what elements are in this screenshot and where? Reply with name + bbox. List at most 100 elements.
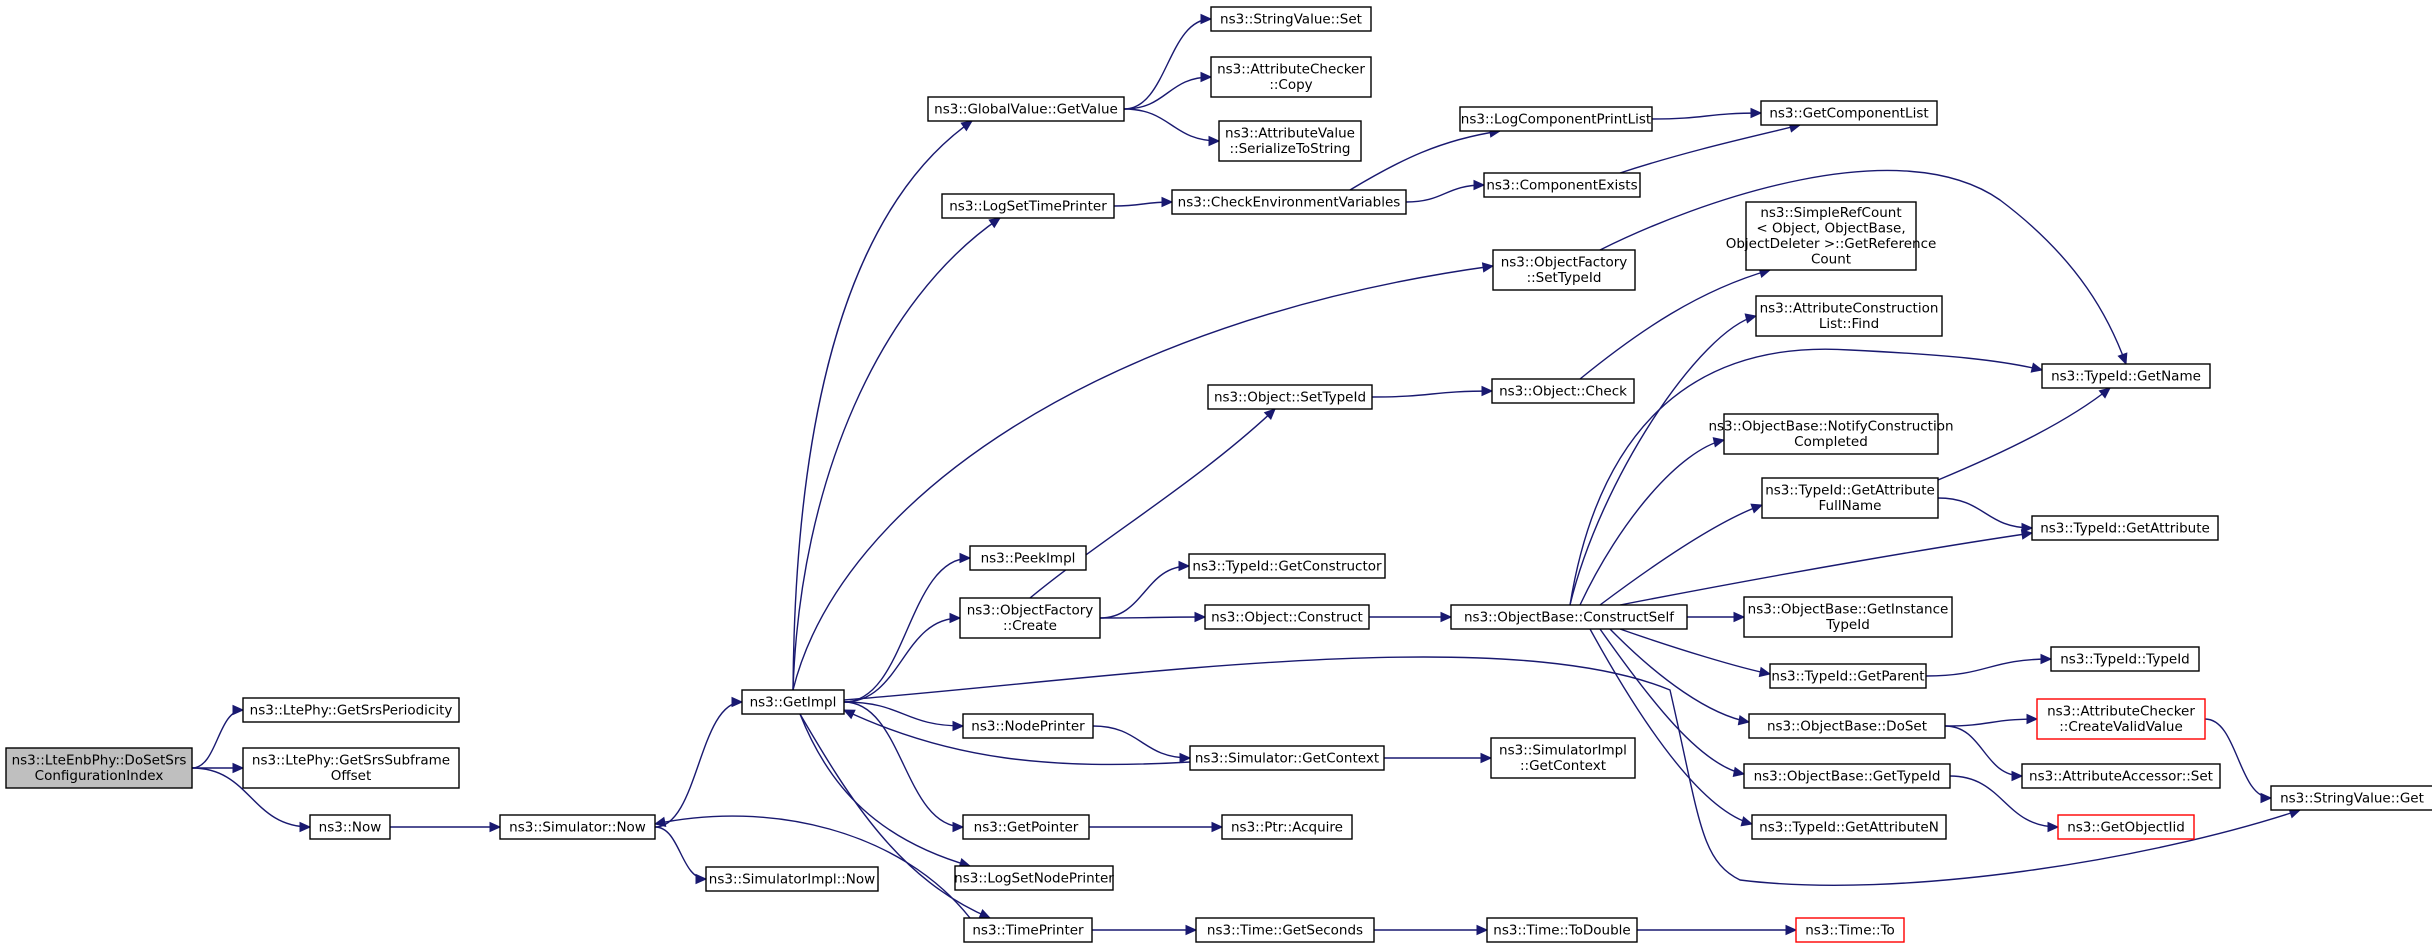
edge-line [843,617,961,703]
node-typeIdGetName[interactable]: ns3::TypeId::GetName [2041,363,2211,389]
node-box [242,697,460,723]
edge-logComponentPrintList-to-getComponentList [1651,107,1763,120]
node-box [1492,249,1636,291]
node-objFactoryCreate[interactable]: ns3::ObjectFactory::Create [959,597,1101,639]
edge-arrowhead [960,120,973,132]
edge-constructSelf-to-objectBaseDoSet [1609,628,1751,726]
node-objFactorySetTypeId[interactable]: ns3::ObjectFactory::SetTypeId [1492,249,1636,291]
node-label: ns3::AttributeChecker [2047,704,2195,720]
edge-line [1569,348,2043,606]
node-constructSelf[interactable]: ns3::ObjectBase::ConstructSelf [1450,604,1688,630]
node-simImplGetContext[interactable]: ns3::SimulatorImpl::GetContext [1490,737,1636,779]
node-simNow[interactable]: ns3::Simulator::Now [499,814,656,840]
node-label: ns3::Simulator::Now [509,819,646,835]
edge-arrowhead [2021,522,2034,534]
edge-arrowhead [1194,611,1207,623]
node-timePrinter[interactable]: ns3::TimePrinter [963,917,1093,943]
edge-checkEnvVars-to-componentExists [1405,179,1486,203]
edge-constructSelf-to-typeIdGetParent [1619,628,1772,678]
edge-line [792,120,973,691]
node-globalValueGetValue[interactable]: ns3::GlobalValue::GetValue [927,96,1125,122]
node-box [1207,384,1373,410]
node-simpleRefCount[interactable]: ns3::SimpleRefCount< Object, ObjectBase,… [1726,201,1937,271]
edge-line [1937,387,2111,481]
node-box [2270,785,2432,811]
edge-arrowhead [2020,529,2034,540]
node-getSrsPeriodicity[interactable]: ns3::LtePhy::GetSrsPeriodicity [242,697,460,723]
node-timeToDouble[interactable]: ns3::Time::ToDouble [1486,917,1638,943]
node-logComponentPrintList[interactable]: ns3::LogComponentPrintList [1459,106,1653,132]
node-timeGetSeconds[interactable]: ns3::Time::GetSeconds [1195,917,1375,943]
node-typeIdGetParent[interactable]: ns3::TypeId::GetParent [1769,663,1927,689]
node-label: ns3::NodePrinter [971,718,1085,734]
node-nodePrinter[interactable]: ns3::NodePrinter [962,713,1094,739]
edge-line [1371,390,1493,398]
node-notifyConstruction[interactable]: ns3::ObjectBase::NotifyConstructionCompl… [1708,413,1954,455]
edge-arrowhead [1785,924,1798,936]
node-box [1723,413,1939,455]
edge-nodePrinter-to-simGetContext [1092,725,1192,764]
node-label: ns3::LogSetNodePrinter [954,870,1114,886]
edge-objectConstruct-to-constructSelf [1369,611,1453,623]
node-objectCheck[interactable]: ns3::Object::Check [1491,378,1635,404]
node-peekImpl[interactable]: ns3::PeekImpl [969,545,1087,571]
node-root[interactable]: ns3::LteEnbPhy::DoSetSrsConfigurationInd… [5,747,193,789]
node-label: ns3::SimulatorImpl::Now [709,871,875,887]
node-label: ns3::AttributeValue [1225,126,1355,142]
node-label: TypeId [1825,617,1870,633]
edge-arrowhead [1758,666,1772,678]
node-stringValueSet[interactable]: ns3::StringValue::Set [1210,6,1372,32]
edge-line [1599,169,2127,365]
node-box [1483,172,1641,198]
node-box [1188,553,1386,579]
node-objectConstruct[interactable]: ns3::Object::Construct [1204,604,1370,630]
edge-line [843,557,971,703]
edge-line [1123,76,1212,110]
node-label: ::SetTypeId [1527,270,1602,286]
node-getImpl[interactable]: ns3::GetImpl [741,689,845,715]
node-simGetContext[interactable]: ns3::Simulator::GetContext [1189,745,1385,771]
edge-getImpl-to-logSetTimePrinter [792,217,1002,691]
node-timeTo[interactable]: ns3::Time::To [1795,917,1905,943]
node-typeIdGetAttribute[interactable]: ns3::TypeId::GetAttribute [2031,515,2219,541]
node-getPointer[interactable]: ns3::GetPointer [962,814,1090,840]
node-objectBaseGetTypeId[interactable]: ns3::ObjectBase::GetTypeId [1743,763,1951,789]
edge-line [1599,504,1763,606]
edge-getImpl-to-logSetNodePrinter [799,713,972,869]
call-nodes: ns3::LteEnbPhy::DoSetSrsConfigurationInd… [5,6,2432,943]
node-attrValueSerialize[interactable]: ns3::AttributeValue::SerializeToString [1218,120,1362,162]
node-objectSetTypeId[interactable]: ns3::Object::SetTypeId [1207,384,1373,410]
node-stringValueGet[interactable]: ns3::StringValue::Get [2270,785,2432,811]
node-componentExists[interactable]: ns3::ComponentExists [1483,172,1641,198]
edge-line [843,709,1191,766]
node-ptrAcquire[interactable]: ns3::Ptr::Acquire [1221,814,1353,840]
node-checkEnvVars[interactable]: ns3::CheckEnvironmentVariables [1171,189,1407,215]
node-label: ns3::TypeId::GetName [2051,368,2201,384]
node-label: FullName [1819,498,1882,514]
node-now[interactable]: ns3::Now [309,814,391,840]
edge-line [1589,628,1753,825]
node-attrCheckerCopy[interactable]: ns3::AttributeChecker::Copy [1210,56,1372,98]
edge-arrowhead [1481,385,1494,397]
node-getObjectIid[interactable]: ns3::GetObjectIid [2057,814,2195,840]
edge-arrowhead [1750,107,1763,119]
edge-arrowhead [1476,924,1489,936]
node-logSetNodePrinter[interactable]: ns3::LogSetNodePrinter [954,865,1114,891]
node-simImplNow[interactable]: ns3::SimulatorImpl::Now [705,866,879,892]
edge-arrowhead [952,720,965,732]
node-box [927,96,1125,122]
node-typeIdTypeId[interactable]: ns3::TypeId::TypeId [2050,646,2200,672]
node-objectBaseDoSet[interactable]: ns3::ObjectBase::DoSet [1748,713,1946,739]
node-typeIdGetConstructor[interactable]: ns3::TypeId::GetConstructor [1188,553,1386,579]
node-attrAccessorSet[interactable]: ns3::AttributeAccessor::Set [2021,763,2221,789]
node-logSetTimePrinter[interactable]: ns3::LogSetTimePrinter [941,193,1115,219]
node-typeIdGetAttributeN[interactable]: ns3::TypeId::GetAttributeN [1751,814,1947,840]
edge-typeIdGetAttrFullName-to-typeIdGetName [1937,387,2111,481]
node-label: ns3::GlobalValue::GetValue [934,101,1118,117]
node-createValidValue[interactable]: ns3::AttributeChecker::CreateValidValue [2036,698,2206,740]
node-getComponentList[interactable]: ns3::GetComponentList [1760,100,1938,126]
